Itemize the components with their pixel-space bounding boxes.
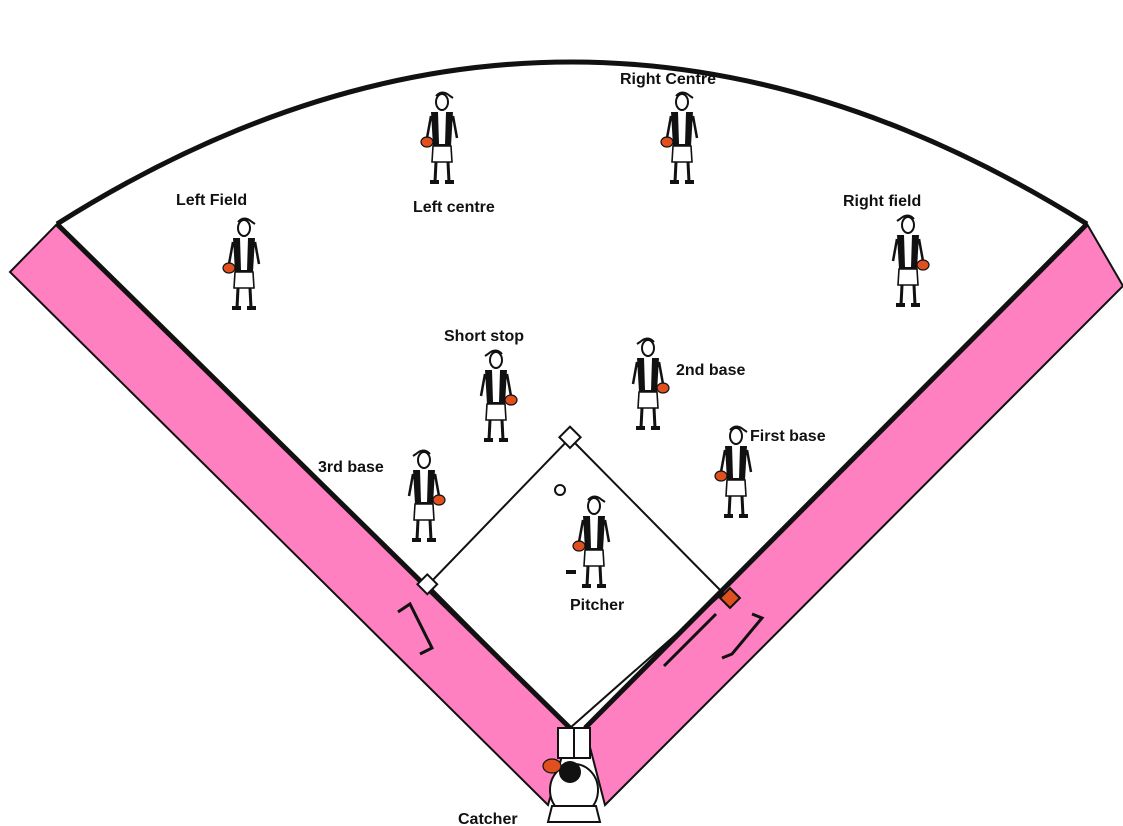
label-catcher: Catcher: [458, 811, 518, 826]
second-base-player: [633, 339, 669, 429]
left-field-player: [223, 219, 259, 309]
left-centre-player: [421, 93, 457, 183]
label-right-field: Right field: [843, 193, 921, 210]
pitchers-rubber: [566, 570, 576, 574]
right-foul-band: [585, 224, 1123, 805]
short-stop-player: [481, 351, 517, 441]
first-base-player: [715, 427, 751, 517]
catcher-figure: [543, 759, 600, 822]
label-short-stop: Short stop: [444, 328, 524, 345]
right-field-player: [893, 216, 929, 306]
label-left-field: Left Field: [176, 192, 247, 209]
label-pitcher: Pitcher: [570, 597, 624, 614]
label-first-base: First base: [750, 428, 826, 445]
label-left-centre: Left centre: [413, 199, 495, 216]
label-third-base: 3rd base: [318, 459, 384, 476]
label-second-base: 2nd base: [676, 362, 745, 379]
baseball: [555, 485, 565, 495]
left-foul-band: [10, 224, 570, 805]
pitcher-player: [573, 497, 609, 587]
third-base-player: [409, 451, 445, 541]
right-centre-player: [661, 93, 697, 183]
label-right-centre: Right Centre: [620, 71, 716, 88]
